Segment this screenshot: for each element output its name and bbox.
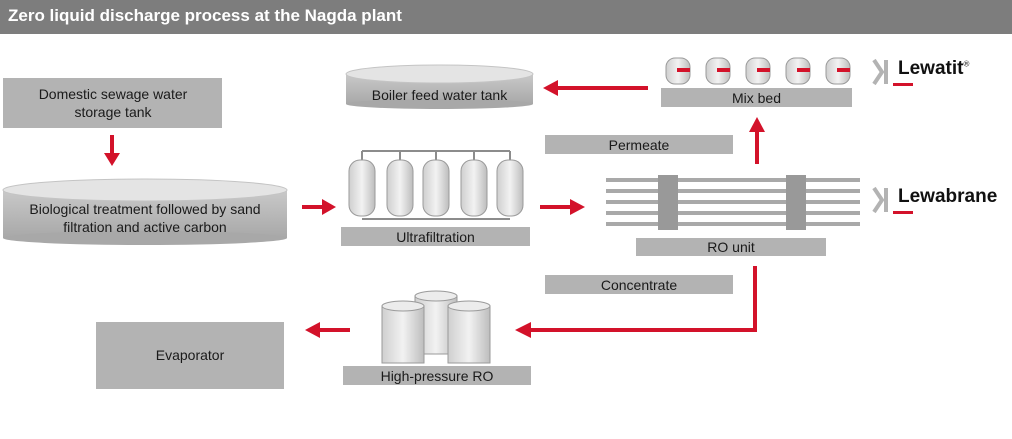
domestic-sewage-box: [3, 78, 222, 128]
mix-bed-vessels: [665, 57, 851, 85]
concentrate-box: [545, 275, 733, 294]
uf-vessel: [422, 159, 450, 217]
arrow-hpro-to-evaporator: [305, 322, 350, 338]
uf-vessel: [460, 159, 488, 217]
arrow-bio-to-uf: [302, 199, 336, 215]
biological-treatment-label: Biological treatment followed by sand fi…: [29, 201, 261, 235]
registered-mark: ®: [963, 59, 970, 69]
arrow-ro-to-hpro: [515, 266, 757, 338]
uf-vessel: [496, 159, 524, 217]
title-bar: Zero liquid discharge process at the Nag…: [0, 0, 1012, 34]
lewabrane-brand: Lewabrane: [898, 186, 997, 208]
lewabrane-brand-name: Lewabrane: [898, 186, 998, 207]
lewatit-brand: Lewatit®: [898, 58, 969, 80]
ro-unit-label: RO unit: [707, 239, 755, 255]
high-pressure-ro-box: [343, 366, 531, 385]
ro-unit-membranes: [606, 178, 860, 226]
uf-vessel: [386, 159, 414, 217]
biological-treatment-tank: [2, 178, 288, 245]
high-pressure-ro-cylinders: [381, 290, 491, 364]
evaporator-label: Evaporator: [155, 347, 225, 363]
ro-bracket: [658, 175, 678, 230]
evaporator-box: [96, 322, 284, 389]
ro-bracket: [786, 175, 806, 230]
mix-bed-box: [661, 88, 852, 107]
permeate-label: Permeate: [608, 137, 670, 153]
lewabrane-logo-mark: [872, 186, 913, 214]
permeate-box: [545, 135, 733, 154]
arrow-sewage-to-bio: [104, 135, 120, 166]
ultrafiltration-vessels: [361, 150, 511, 220]
arrow-uf-to-ro: [540, 199, 585, 215]
arrow-mixbed-to-boiler: [543, 80, 648, 96]
page-title: Zero liquid discharge process at the Nag…: [8, 6, 402, 25]
domestic-sewage-label: Domestic sewage water storage tank: [38, 86, 188, 120]
ultrafiltration-label: Ultrafiltration: [396, 229, 475, 245]
lewatit-logo-mark: [872, 58, 913, 86]
concentrate-label: Concentrate: [600, 277, 678, 293]
ultrafiltration-box: [341, 227, 530, 246]
boiler-feed-label: Boiler feed water tank: [371, 87, 508, 103]
high-pressure-ro-label: High-pressure RO: [380, 368, 494, 384]
arrow-ro-to-mixbed: [749, 117, 765, 164]
ro-unit-box: [636, 238, 826, 256]
lewatit-brand-name: Lewatit: [898, 58, 964, 79]
mix-bed-label: Mix bed: [731, 90, 782, 106]
uf-vessel: [348, 159, 376, 217]
boiler-feed-tank: [345, 64, 534, 109]
